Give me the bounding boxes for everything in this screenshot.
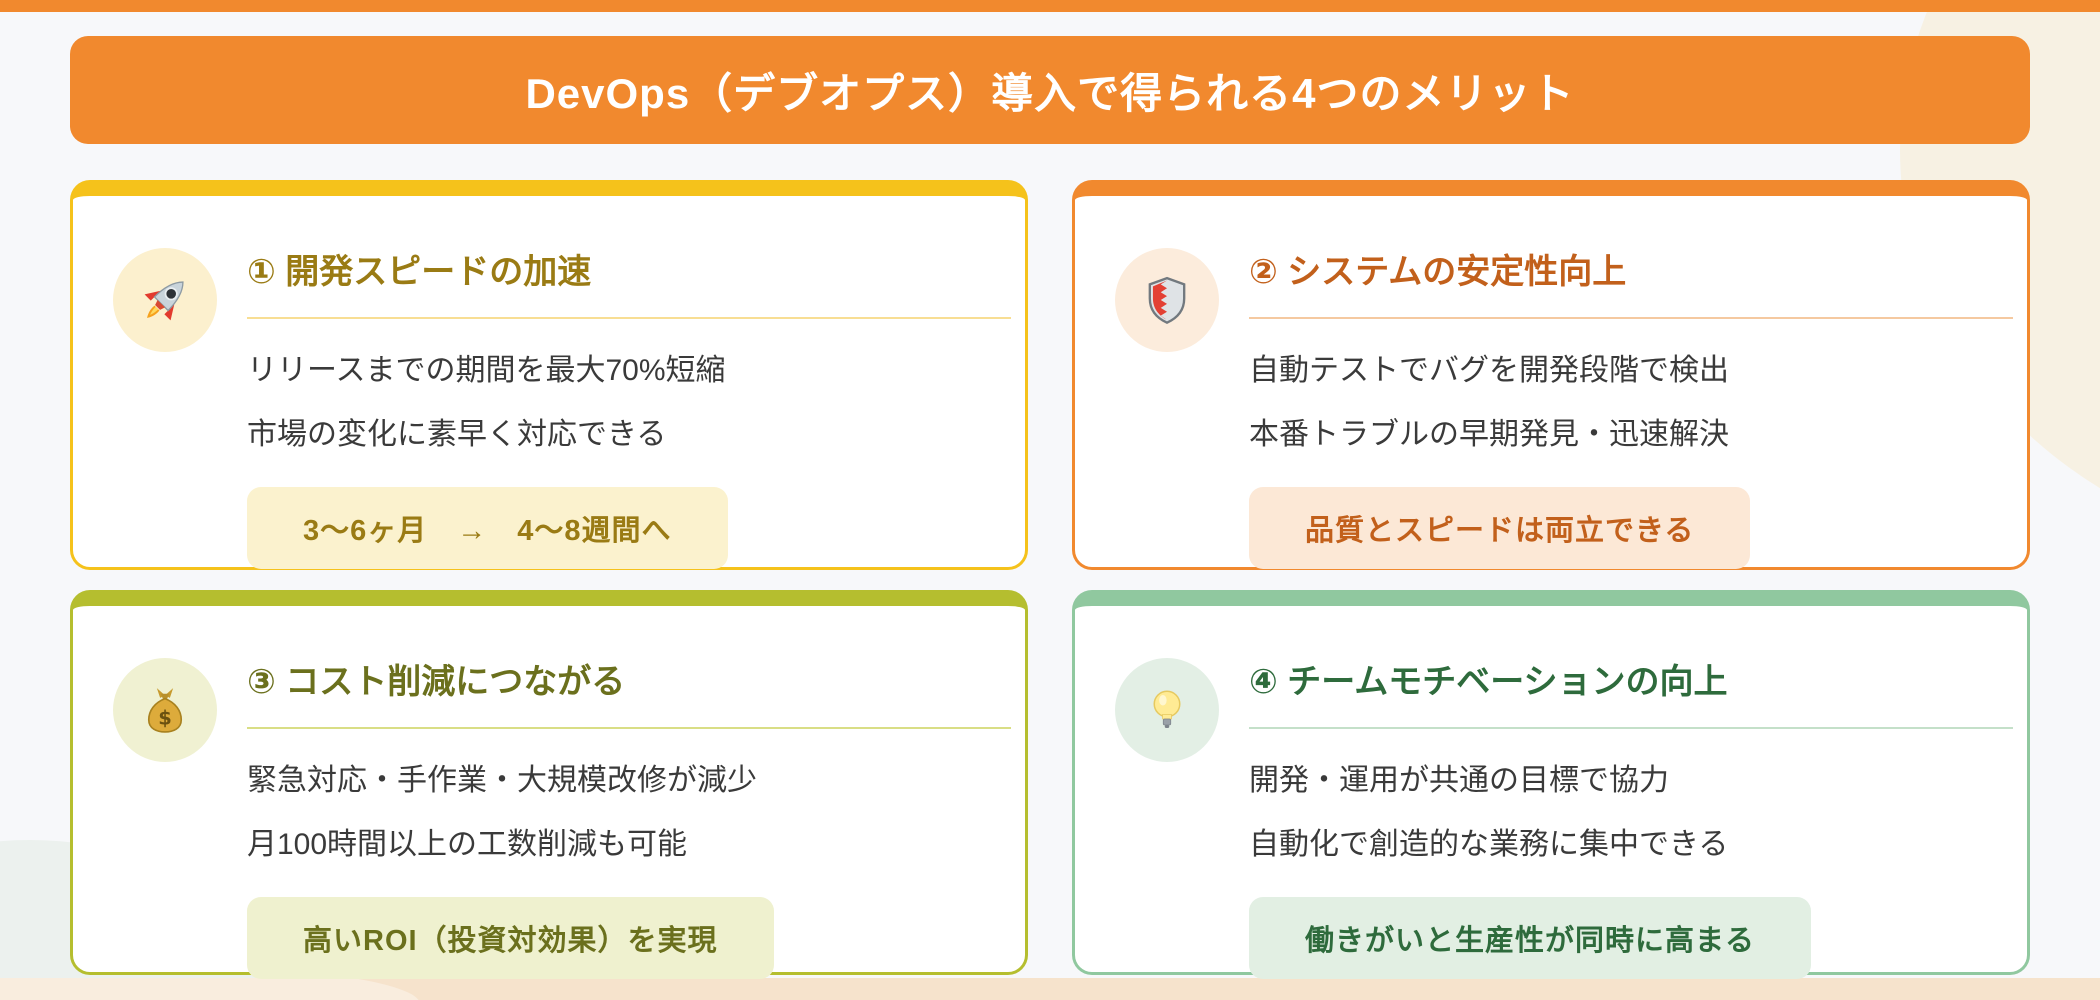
card-description: 開発・運用が共通の目標で協力 自動化で創造的な業務に集中できる xyxy=(1249,749,2013,877)
card-title: ③ コスト削減につながる xyxy=(247,654,1011,729)
card-cost-reduction: $ ③ コスト削減につながる 緊急対応・手作業・大規模改修が減少 月100時間以… xyxy=(70,590,1028,979)
top-accent-strip xyxy=(0,0,2100,12)
description-line: 開発・運用が共通の目標で協力 xyxy=(1249,764,1669,797)
bulb-icon xyxy=(1153,690,1181,728)
card-system-stability: ② システムの安定性向上 自動テストでバグを開発段階で検出 本番トラブルの早期発… xyxy=(1072,180,2030,570)
card-description: 緊急対応・手作業・大規模改修が減少 月100時間以上の工数削減も可能 xyxy=(247,749,1011,877)
page-title: DevOps（デブオプス）導入で得られる4つのメリット xyxy=(525,69,1575,117)
description-line: 自動化で創造的な業務に集中できる xyxy=(1249,828,1729,861)
card-content: ① 開発スピードの加速 リリースまでの期間を最大70%短縮 市場の変化に素早く対… xyxy=(247,244,1011,569)
moneybag-icon: $ xyxy=(147,688,183,733)
card-content: ④ チームモチベーションの向上 開発・運用が共通の目標で協力 自動化で創造的な業… xyxy=(1249,654,2013,979)
description-line: 市場の変化に素早く対応できる xyxy=(247,418,667,451)
card-description: 自動テストでバグを開発段階で検出 本番トラブルの早期発見・迅速解決 xyxy=(1249,339,2013,467)
highlight-badge: 高いROI（投資対効果）を実現 xyxy=(247,897,774,979)
description-line: 自動テストでバグを開発段階で検出 xyxy=(1249,354,1729,387)
card-title: ① 開発スピードの加速 xyxy=(247,244,1011,319)
cards-grid: ① 開発スピードの加速 リリースまでの期間を最大70%短縮 市場の変化に素早く対… xyxy=(70,180,2030,979)
description-line: 本番トラブルの早期発見・迅速解決 xyxy=(1249,418,1729,451)
icon-circle xyxy=(113,248,217,352)
description-line: リリースまでの期間を最大70%短縮 xyxy=(247,354,726,387)
card-team-motivation: ④ チームモチベーションの向上 開発・運用が共通の目標で協力 自動化で創造的な業… xyxy=(1072,590,2030,979)
icon-circle xyxy=(1115,248,1219,352)
highlight-badge: 3〜6ヶ月 → 4〜8週間へ xyxy=(247,487,728,569)
highlight-badge: 働きがいと生産性が同時に高まる xyxy=(1249,897,1812,979)
rocket-icon xyxy=(144,281,184,321)
card-title: ② システムの安定性向上 xyxy=(1249,244,2013,319)
description-line: 緊急対応・手作業・大規模改修が減少 xyxy=(247,764,757,797)
icon-circle: $ xyxy=(113,658,217,762)
bottom-strip-wave xyxy=(0,978,420,1000)
card-description: リリースまでの期間を最大70%短縮 市場の変化に素早く対応できる xyxy=(247,339,1011,467)
shield-icon xyxy=(1148,276,1186,324)
card-title: ④ チームモチベーションの向上 xyxy=(1249,654,2013,729)
card-dev-speed: ① 開発スピードの加速 リリースまでの期間を最大70%短縮 市場の変化に素早く対… xyxy=(70,180,1028,570)
bottom-accent-strip xyxy=(0,978,2100,1000)
svg-text:$: $ xyxy=(158,707,172,730)
description-line: 月100時間以上の工数削減も可能 xyxy=(247,828,688,861)
title-banner: DevOps（デブオプス）導入で得られる4つのメリット xyxy=(70,36,2030,144)
card-content: ② システムの安定性向上 自動テストでバグを開発段階で検出 本番トラブルの早期発… xyxy=(1249,244,2013,569)
icon-circle xyxy=(1115,658,1219,762)
highlight-badge: 品質とスピードは両立できる xyxy=(1249,487,1751,569)
card-content: ③ コスト削減につながる 緊急対応・手作業・大規模改修が減少 月100時間以上の… xyxy=(247,654,1011,979)
